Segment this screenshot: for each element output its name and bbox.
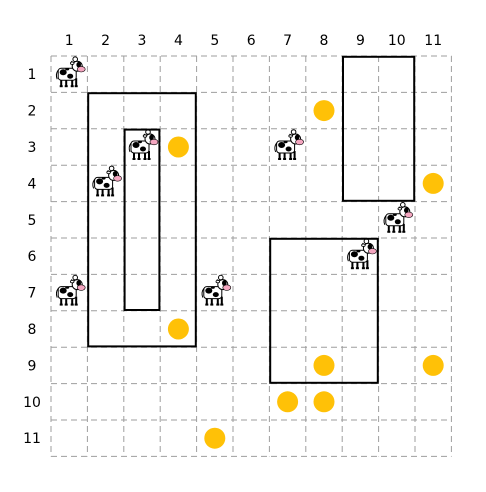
row-label: 3 — [28, 140, 37, 156]
cow-icon — [128, 129, 159, 160]
pens — [87, 55, 416, 384]
hay-bale-icon — [204, 427, 226, 449]
row-label: 5 — [28, 213, 37, 229]
row-label: 10 — [23, 395, 41, 411]
cow-icon — [347, 238, 377, 270]
cow-icon — [92, 165, 122, 197]
row-labels: 1 2 3 4 5 6 7 8 9 10 11 — [23, 67, 41, 447]
grid-lines — [50, 55, 452, 457]
cow-icon — [55, 56, 86, 88]
hay-bale-icon — [422, 354, 444, 376]
column-label: 8 — [320, 33, 329, 49]
row-label: 9 — [28, 358, 37, 374]
column-label: 11 — [424, 33, 442, 49]
column-label: 6 — [247, 33, 256, 49]
hay-bale-icon — [167, 136, 189, 158]
column-label: 2 — [101, 33, 110, 49]
hay-bales — [167, 100, 444, 449]
hay-bale-icon — [313, 354, 335, 376]
row-label: 2 — [28, 104, 37, 120]
column-label: 1 — [65, 33, 74, 49]
fence-pen-a — [87, 92, 197, 348]
cow-icon — [55, 274, 86, 306]
cow-icon — [383, 202, 414, 233]
row-label: 8 — [28, 322, 37, 338]
row-label: 11 — [23, 431, 41, 447]
column-label: 5 — [210, 33, 219, 49]
hay-bale-icon — [313, 391, 335, 413]
cow-icon — [201, 274, 232, 306]
column-label: 9 — [356, 33, 365, 49]
fence-pen-b — [123, 128, 161, 311]
hay-bale-icon — [313, 100, 335, 122]
column-label: 10 — [388, 33, 406, 49]
fence-pen-c — [342, 55, 416, 202]
row-label: 1 — [28, 67, 37, 83]
row-label: 7 — [28, 286, 37, 302]
hay-bale-icon — [422, 172, 444, 194]
row-label: 6 — [28, 249, 37, 265]
row-label: 4 — [28, 176, 37, 192]
column-labels: 1 2 3 4 5 6 7 8 9 10 11 — [65, 33, 442, 49]
column-label: 3 — [138, 33, 147, 49]
column-label: 7 — [283, 33, 292, 49]
column-label: 4 — [174, 33, 183, 49]
hay-bale-icon — [277, 391, 299, 413]
hay-bale-icon — [167, 318, 189, 340]
fence-pen-d — [269, 237, 379, 384]
cow-icon — [274, 129, 304, 160]
cows — [55, 56, 414, 306]
